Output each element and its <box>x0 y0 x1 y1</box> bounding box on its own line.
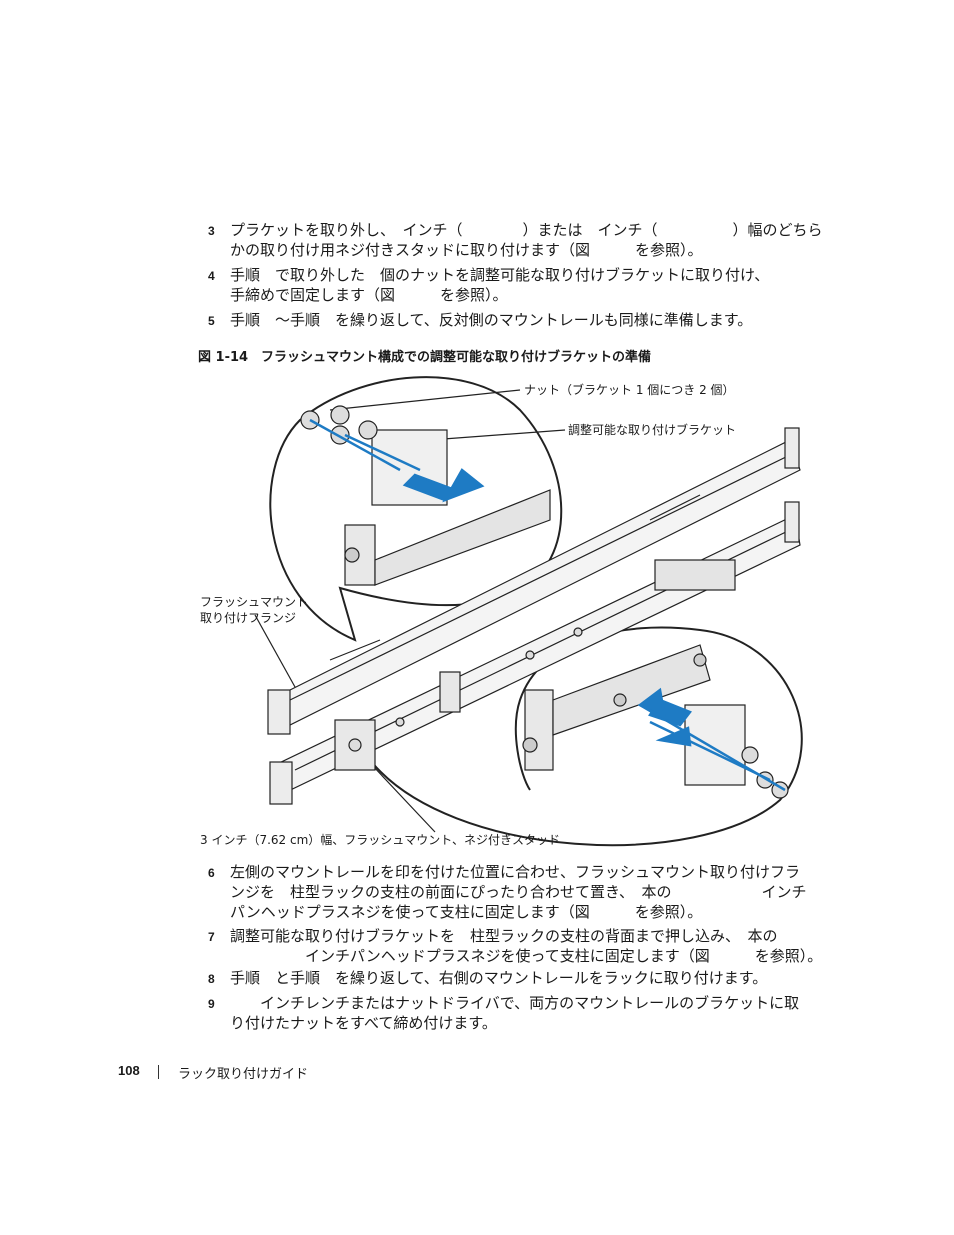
callout-stud: 3 インチ（7.62 cm）幅、フラッシュマウント、ネジ付きスタッド <box>200 833 561 847</box>
leader-line-bracket <box>429 429 566 441</box>
footer-divider <box>158 1065 159 1079</box>
guide-line <box>344 433 421 472</box>
bracket-lower <box>684 704 746 786</box>
leader-line-nut <box>329 389 521 411</box>
step-number: 6 <box>208 866 215 880</box>
step-text: 手順 ～手順 を繰り返して、反対側のマウントレールも同様に準備します。 <box>230 311 753 329</box>
step-text: インチパンヘッドプラスネジを使って支柱に固定します（図 を参照）。 <box>230 947 823 965</box>
footer-title: ラック取り付けガイド <box>178 1067 309 1082</box>
arrow-icon <box>655 726 692 747</box>
step-number: 8 <box>208 972 215 986</box>
step-number: 5 <box>208 314 215 328</box>
step-text: パンヘッドプラスネジを使って支柱に固定します（図 を参照）。 <box>230 903 703 921</box>
guide-line <box>309 418 401 472</box>
step-text: 左側のマウントレールを印を付けた位置に合わせ、フラッシュマウント取り付けフラ <box>230 863 801 881</box>
callout-bracket: 調整可能な取り付けブラケット <box>568 423 737 437</box>
step-number: 9 <box>208 997 215 1011</box>
flange-bottom <box>269 761 293 805</box>
step-text: プラケットを取り外し、 インチ（ ）または インチ（ ）幅のどちら <box>230 221 823 239</box>
arrow-icon <box>637 687 667 721</box>
arrow-icon <box>442 468 485 503</box>
step-text: 手順 で取り外した 個のナットを調整可能な取り付けブラケットに取り付け、 <box>230 266 770 284</box>
magnifier-circle-bottom <box>369 626 803 847</box>
step-number: 7 <box>208 930 215 944</box>
callout-flange: フラッシュマウント 取り付けフランジ <box>200 594 308 626</box>
step-text: かの取り付け用ネジ付きスタッドに取り付けます（図 を参照）。 <box>230 241 703 259</box>
step-text: 手締めで固定します（図 を参照）。 <box>230 286 508 304</box>
step-text: インチレンチまたはナットドライバで、両方のマウントレールのブラケットに取 <box>230 994 800 1012</box>
step-text: り付けたナットをすべて締め付けます。 <box>230 1014 497 1032</box>
leader-line-stud <box>371 764 436 833</box>
step-number: 3 <box>208 224 215 238</box>
callout-flange-line1: フラッシュマウント <box>200 595 309 609</box>
guide-line <box>649 720 771 782</box>
callout-flange-line2: 取り付けフランジ <box>200 611 297 625</box>
step-text: 手順 と手順 を繰り返して、右側のマウントレールをラックに取り付けます。 <box>230 969 768 987</box>
callout-nut: ナット（ブラケット 1 個につき 2 個） <box>524 383 735 397</box>
step-number: 4 <box>208 269 215 283</box>
figure-caption: 図 1-14 フラッシュマウント構成での調整可能な取り付けブラケットの準備 <box>198 350 652 365</box>
flange-top <box>267 689 291 735</box>
step-text: ンジを 柱型ラックの支柱の前面にぴったり合わせて置き、 本の インチ <box>230 883 807 901</box>
page-number: 108 <box>118 1063 140 1078</box>
step-text: 調整可能な取り付けブラケットを 柱型ラックの支柱の背面まで押し込み、 本の <box>230 927 778 945</box>
